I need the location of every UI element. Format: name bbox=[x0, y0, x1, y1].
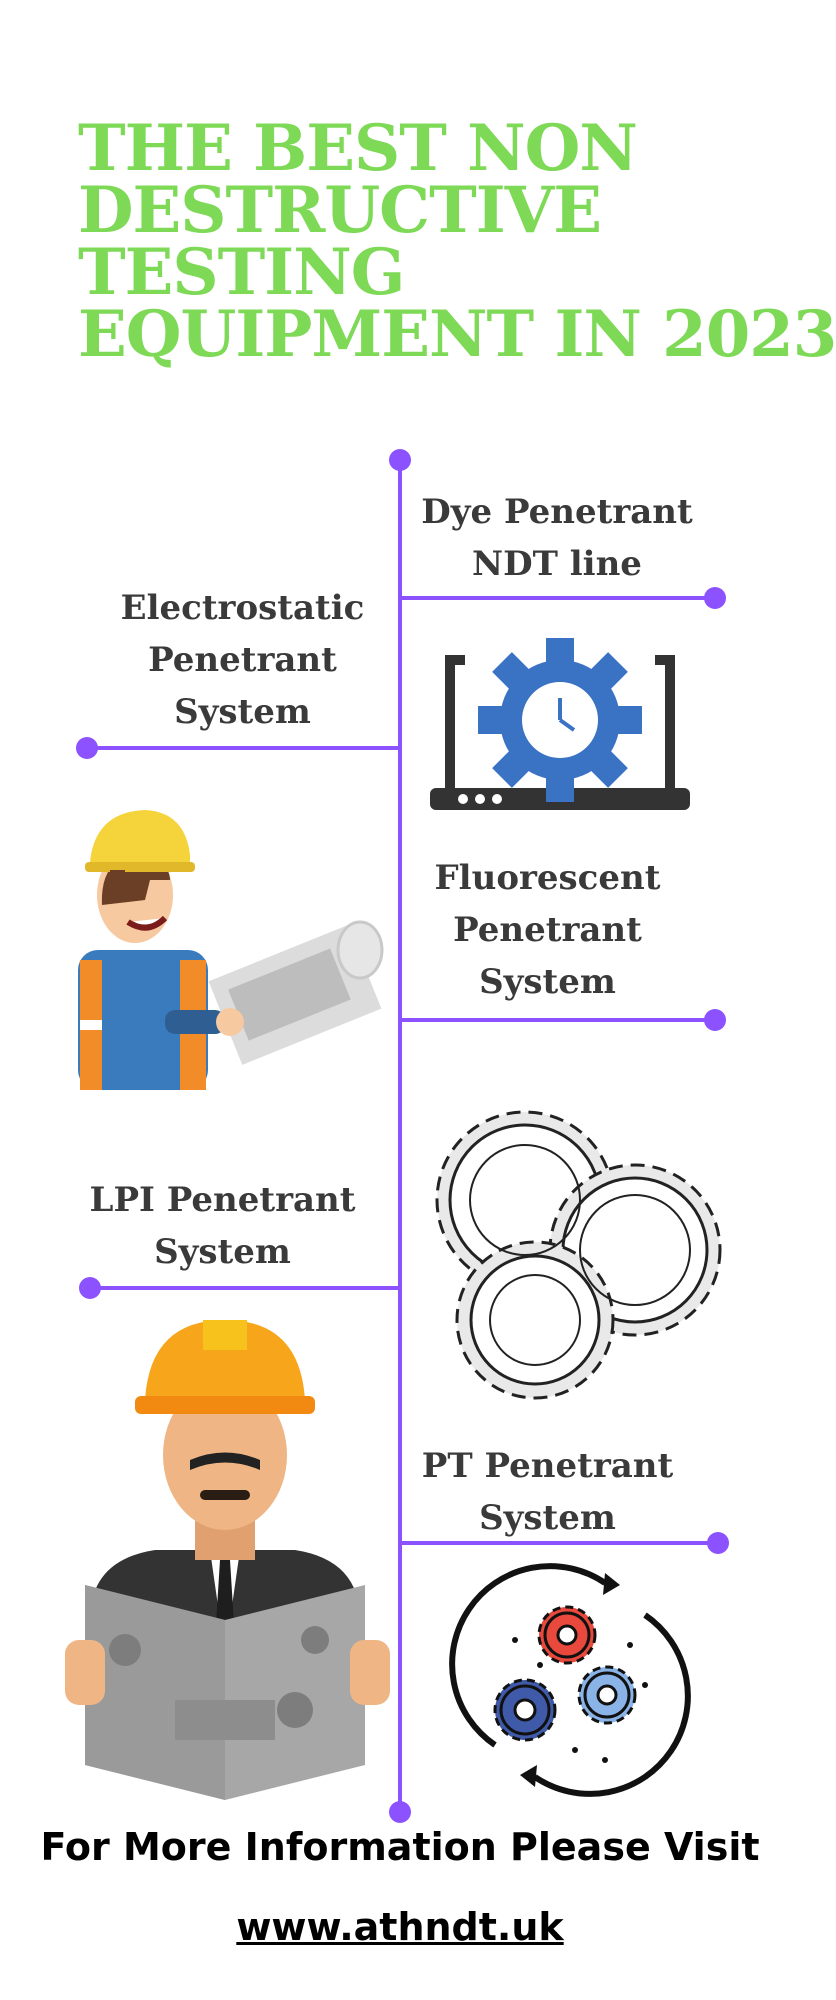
item-label-pt-penetrant: PT Penetrant System bbox=[421, 1446, 674, 1538]
branch-4-dot bbox=[79, 1277, 101, 1299]
item-label-dye-penetrant: Dye Penetrant NDT line bbox=[421, 492, 693, 584]
item-label-fluorescent: Fluorescent Penetrant System bbox=[434, 858, 661, 1002]
laptop-clock-gear-icon bbox=[430, 638, 690, 810]
branch-3-dot bbox=[704, 1009, 726, 1031]
branch-1-dot bbox=[704, 587, 726, 609]
title-line-2: DESTRUCTIVE bbox=[78, 173, 602, 248]
footer-website-link[interactable]: www.athndt.uk bbox=[236, 1905, 564, 1949]
page-title: THE BEST NON DESTRUCTIVE TESTING EQUIPME… bbox=[78, 111, 836, 372]
timeline-top-dot bbox=[389, 449, 411, 471]
title-line-1: THE BEST NON bbox=[78, 111, 638, 186]
item-label-electrostatic: Electrostatic Penetrant System bbox=[120, 588, 365, 732]
item-label-lpi: LPI Penetrant System bbox=[89, 1180, 356, 1272]
branch-2-dot bbox=[76, 737, 98, 759]
timeline bbox=[76, 449, 729, 1823]
gears-cycle-icon bbox=[449, 1563, 691, 1797]
worker-with-blueprint bbox=[78, 810, 384, 1090]
title-line-3: TESTING bbox=[78, 235, 405, 310]
title-line-4: EQUIPMENT IN 2023 bbox=[78, 297, 836, 372]
outline-gears-icon bbox=[435, 1110, 722, 1400]
engineer-reading-blueprint bbox=[65, 1320, 390, 1800]
footer-info-text: For More Information Please Visit bbox=[40, 1825, 760, 1869]
timeline-bottom-dot bbox=[389, 1801, 411, 1823]
branch-5-dot bbox=[707, 1532, 729, 1554]
